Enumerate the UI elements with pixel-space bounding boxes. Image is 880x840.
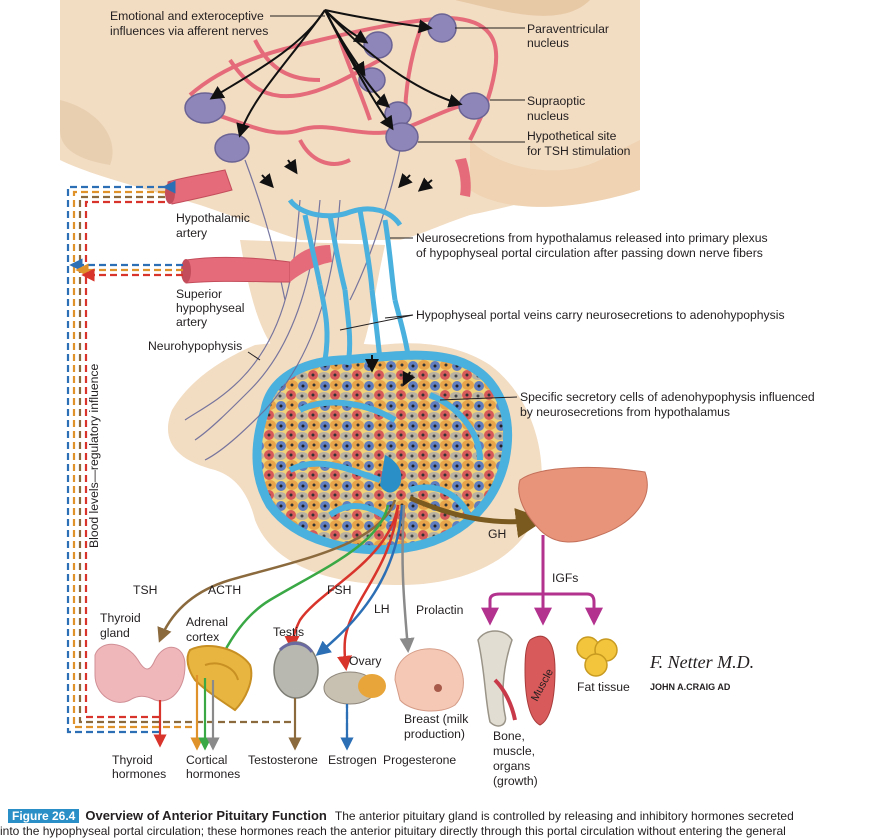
lh-line — [315, 504, 404, 656]
craig-signature: JOHN A.CRAIG AD — [650, 682, 731, 692]
acth-line — [218, 504, 390, 663]
secretory-cells-label-1: Specific secretory cells of adenohypophy… — [520, 390, 815, 404]
bone — [477, 630, 517, 727]
bone-label-2: muscle, — [493, 744, 535, 758]
caption-line-2: into the hypophyseal portal circulation;… — [0, 824, 786, 838]
superior-artery-label-2: hypophyseal — [176, 301, 244, 315]
product-lines — [153, 675, 354, 751]
portal-plexus — [287, 198, 411, 366]
neurosecretion-arrows — [259, 158, 434, 387]
prolactin-line — [399, 504, 415, 653]
pituitary-diagram: Emotional and exteroceptive influences v… — [60, 0, 815, 788]
fsh-label: FSH — [327, 583, 351, 597]
afferent-arrows — [209, 9, 463, 138]
thyroid-gland-label-2: gland — [100, 626, 130, 640]
tsh-label: TSH — [133, 583, 157, 597]
adrenal-cortex — [186, 645, 253, 712]
blood-levels-label: Blood levels—regulatory influence — [87, 364, 101, 548]
paraventricular-label-1: Paraventricular — [527, 22, 609, 36]
thyroid-gland — [94, 643, 186, 703]
lh-label: LH — [374, 602, 390, 616]
portal-veins-label: Hypophyseal portal veins carry neurosecr… — [416, 308, 785, 322]
hormone-lines — [157, 495, 546, 671]
testis-label: Testis — [273, 625, 304, 639]
hypothalamic-artery-label-1: Hypothalamic — [176, 211, 250, 225]
neurohypophysis-label: Neurohypophysis — [148, 339, 242, 353]
prolactin-label: Prolactin — [416, 603, 463, 617]
secretory-cells-label-2: by neurosecretions from hypothalamus — [520, 405, 730, 419]
ovary — [323, 671, 386, 705]
feedback-lines — [66, 180, 349, 740]
leader-lines — [247, 15, 525, 401]
tsh-site-label-1: Hypothetical site — [527, 129, 617, 143]
emotional-label-2: influences via afferent nerves — [110, 24, 268, 38]
neurosecretions-label-1: Neurosecretions from hypothalamus releas… — [416, 231, 768, 245]
testis — [273, 641, 319, 699]
paraventricular-label-2: nucleus — [527, 36, 569, 50]
cortical-hormones-label-2: hormones — [186, 767, 240, 781]
superior-artery-label-3: artery — [176, 315, 208, 329]
adrenal-cortex-label-2: cortex — [186, 630, 219, 644]
igf-lines — [481, 535, 603, 626]
estrogen-label: Estrogen — [328, 753, 377, 767]
thyroid-gland-label-1: Thyroid — [100, 611, 141, 625]
bone-label-1: Bone, — [493, 729, 525, 743]
supraoptic-label-2: nucleus — [527, 109, 569, 123]
superior-artery-label-1: Superior — [176, 287, 222, 301]
gh-label: GH — [488, 527, 506, 541]
adrenal-cortex-label-1: Adrenal — [186, 615, 228, 629]
caption-text-1: The anterior pituitary gland is controll… — [334, 809, 794, 823]
superior-hypophyseal-artery — [181, 245, 332, 284]
figure-title: Overview of Anterior Pituitary Function — [85, 808, 327, 823]
tsh-site-label-2: for TSH stimulation — [527, 144, 630, 158]
adenohypophysis-cells — [252, 350, 513, 555]
ovary-label: Ovary — [349, 654, 382, 668]
signature: F. Netter M.D. — [649, 652, 754, 672]
thyroid-hormones-label-1: Thyroid — [112, 753, 153, 767]
cortical-hormones-label-1: Cortical — [186, 753, 227, 767]
igfs-label: IGFs — [552, 571, 578, 585]
neurosecretions-label-2: of hypophyseal portal circulation after … — [416, 246, 763, 260]
emotional-label-1: Emotional and exteroceptive — [110, 9, 264, 23]
liver — [518, 466, 648, 543]
bone-label-3: organs — [493, 759, 530, 773]
hypothalamic-artery-label-2: artery — [176, 226, 208, 240]
muscle — [524, 635, 556, 726]
breast — [394, 648, 464, 712]
testosterone-label: Testosterone — [248, 753, 318, 767]
fat-tissue — [576, 636, 618, 677]
acth-label: ACTH — [208, 583, 241, 597]
thyroid-hormones-label-2: hormones — [112, 767, 166, 781]
gh-line — [408, 495, 546, 538]
fat-tissue-label: Fat tissue — [577, 680, 630, 694]
figure-caption: Figure 26.4 Overview of Anterior Pituitar… — [0, 808, 880, 840]
supraoptic-label-1: Supraoptic — [527, 94, 585, 108]
bone-label-4: (growth) — [493, 774, 538, 788]
fsh-line-testis — [284, 504, 400, 651]
figure-tag: Figure 26.4 — [8, 809, 80, 823]
tsh-line — [157, 499, 397, 643]
breast-label-2: production) — [404, 727, 465, 741]
progesterone-label: Progesterone — [383, 753, 456, 767]
caption-line-1: Figure 26.4 Overview of Anterior Pituitar… — [0, 808, 880, 824]
breast-label-1: Breast (milk — [404, 712, 469, 726]
